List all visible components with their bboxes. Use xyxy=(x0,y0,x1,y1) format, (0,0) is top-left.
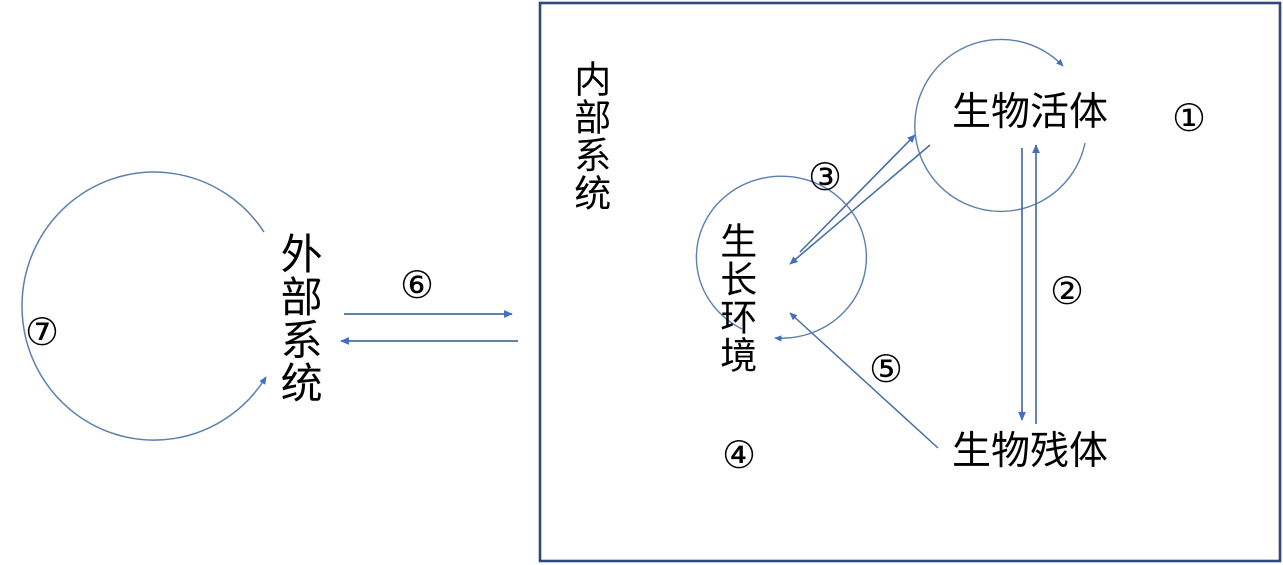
relation-3-arrow-up xyxy=(799,134,916,253)
node-label-living-organism: 生物活体 xyxy=(952,90,1109,135)
relation-marker-6: ⑥ xyxy=(400,263,435,307)
relation-7-self-loop-path xyxy=(21,171,267,441)
node-label-internal-system: 内部系统 xyxy=(567,60,611,212)
relation-marker-5: ⑤ xyxy=(869,347,904,391)
node-label-biological-remains: 生物残体 xyxy=(952,429,1109,474)
relation-1-self-loop-path xyxy=(914,38,1086,213)
node-label-external-system: 外部系统 xyxy=(274,232,324,404)
relation-marker-4: ④ xyxy=(722,433,757,477)
relation-marker-3: ③ xyxy=(808,155,843,199)
node-label-growth-environment: 生长环境 xyxy=(713,222,757,374)
relation-5-arrow xyxy=(789,312,939,449)
relation-marker-7: ⑦ xyxy=(25,310,60,354)
relation-marker-2: ② xyxy=(1050,269,1085,313)
relation-3-arrow-down xyxy=(789,144,931,265)
relation-4-self-loop-path xyxy=(695,175,868,342)
internal-system-boundary xyxy=(538,1,1282,563)
relation-marker-1: ① xyxy=(1172,96,1207,140)
